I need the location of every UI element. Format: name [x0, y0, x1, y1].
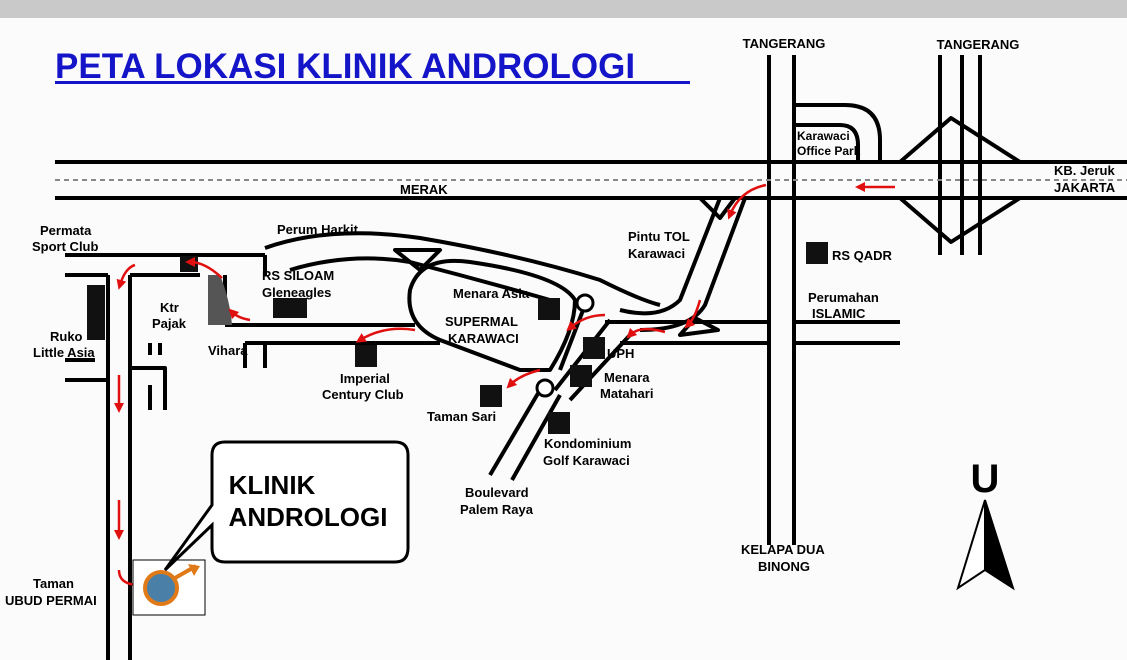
clinic-logo-circle — [143, 570, 179, 606]
label-uph: UPH — [607, 346, 634, 361]
label-rs-siloam-1: RS SILOAM — [262, 268, 334, 283]
label-kb-jeruk: KB. Jeruk — [1054, 163, 1115, 178]
toll-gate-island — [698, 196, 737, 220]
label-menara-matahari-2: Matahari — [600, 386, 653, 401]
building-uph — [583, 337, 605, 359]
map-title: PETA LOKASI KLINIK ANDROLOGI — [55, 47, 635, 86]
route-arrow-7 — [355, 327, 416, 343]
label-taman-ubud-1: Taman — [33, 576, 74, 591]
vihara-block — [208, 275, 232, 325]
label-taman-ubud-2: UBUD PERMAI — [5, 593, 97, 608]
office-park-road-outer — [794, 103, 882, 162]
label-imperial-1: Imperial — [340, 371, 390, 386]
label-kondominium-2: Golf Karawaci — [543, 453, 630, 468]
route-arrow-2 — [727, 183, 767, 220]
clinic-logo-arrowhead — [188, 564, 200, 576]
boulevard-right-edge — [510, 394, 562, 481]
boulevard-north-link — [553, 318, 612, 392]
route-arrows — [114, 182, 895, 590]
interchange-ramp-south — [898, 196, 1022, 244]
clinic-callout-bubble — [163, 440, 410, 572]
label-rs-siloam-2: Gleneagles — [262, 285, 331, 300]
label-kelapa-dua-1: KELAPA DUA — [741, 542, 825, 557]
label-kondominium-1: Kondominium — [544, 436, 631, 451]
label-ruko-2: Little Asia — [33, 345, 95, 360]
building-menara-asia — [538, 298, 560, 320]
building-menara-matahari — [570, 365, 592, 387]
label-vihara: Vihara — [208, 343, 248, 358]
toll-ramp-west — [619, 197, 722, 316]
place-labels: TANGERANG TANGERANG Karawaci Office Park… — [5, 36, 1116, 608]
label-tangerang-left: TANGERANG — [743, 36, 826, 51]
label-perum-harkit: Perum Harkit — [277, 222, 359, 237]
label-supermal-2: KARAWACI — [448, 331, 519, 346]
menara-asia-link — [558, 304, 587, 371]
label-ktr-pajak-1: Ktr — [160, 300, 179, 315]
supermal-loop-road — [407, 258, 577, 372]
route-arrow-4 — [626, 327, 666, 339]
label-menara-matahari-1: Menara — [604, 370, 650, 385]
harkit-road-north — [264, 231, 661, 307]
label-ruko-1: Ruko — [50, 329, 83, 344]
building-rs-siloam — [273, 298, 307, 318]
label-rs-qadr: RS QADR — [832, 248, 893, 263]
label-permata-2: Sport Club — [32, 239, 98, 254]
building-kondominium — [548, 412, 570, 434]
route-arrow-9 — [185, 257, 223, 279]
north-arrow-right — [984, 499, 1015, 591]
harkit-island — [393, 248, 442, 272]
label-perumahan-islamic-2: ISLAMIC — [812, 306, 866, 321]
label-menara-asia: Menara Asia — [453, 286, 530, 301]
label-pintu-tol-1: Pintu TOL — [628, 229, 690, 244]
route-arrow-5 — [566, 313, 606, 332]
label-boulevard-1: Boulevard — [465, 485, 529, 500]
label-ktr-pajak-2: Pajak — [152, 316, 187, 331]
north-arrow — [956, 499, 1015, 591]
boulevard-north-link-2 — [568, 333, 632, 402]
building-imperial — [355, 345, 377, 367]
label-taman-sari: Taman Sari — [427, 409, 496, 424]
clinic-logo — [143, 564, 200, 606]
label-merak: MERAK — [400, 182, 448, 197]
label-imperial-2: Century Club — [322, 387, 404, 402]
buildings — [87, 242, 828, 434]
label-supermal-1: SUPERMAL — [445, 314, 518, 329]
label-boulevard-2: Palem Raya — [460, 502, 534, 517]
route-arrow-3 — [684, 299, 702, 329]
label-karawaci-office-1: Karawaci — [797, 129, 850, 143]
label-karawaci-office-2: Office Park — [797, 144, 861, 158]
route-arrow-8 — [228, 308, 251, 322]
building-taman-sari — [480, 385, 502, 407]
map-title-underline — [55, 81, 690, 84]
callout-line-1: KLINIK — [229, 470, 316, 500]
roundabout-south — [535, 378, 555, 398]
office-park-road-inner — [794, 123, 860, 162]
route-arrow-6 — [506, 368, 541, 389]
label-tangerang-right: TANGERANG — [937, 37, 1020, 52]
top-bezel — [0, 0, 1127, 18]
boulevard-left-edge — [488, 388, 542, 477]
interchange-ramp-north — [898, 116, 1022, 164]
north-label: U — [971, 457, 1000, 501]
label-jakarta: JAKARTA — [1054, 180, 1116, 195]
pajak-road — [130, 366, 167, 410]
label-pintu-tol-2: Karawaci — [628, 246, 685, 261]
roundabout-north — [575, 293, 595, 313]
callout-line-2: ANDROLOGI — [229, 502, 388, 532]
label-permata-1: Permata — [40, 223, 92, 238]
label-perumahan-islamic-1: Perumahan — [808, 290, 879, 305]
label-kelapa-dua-2: BINONG — [758, 559, 810, 574]
building-ktr-pajak — [180, 256, 198, 272]
building-rs-qadr — [806, 242, 828, 264]
route-arrow-10 — [116, 263, 136, 290]
building-ruko-little-asia — [87, 285, 105, 340]
